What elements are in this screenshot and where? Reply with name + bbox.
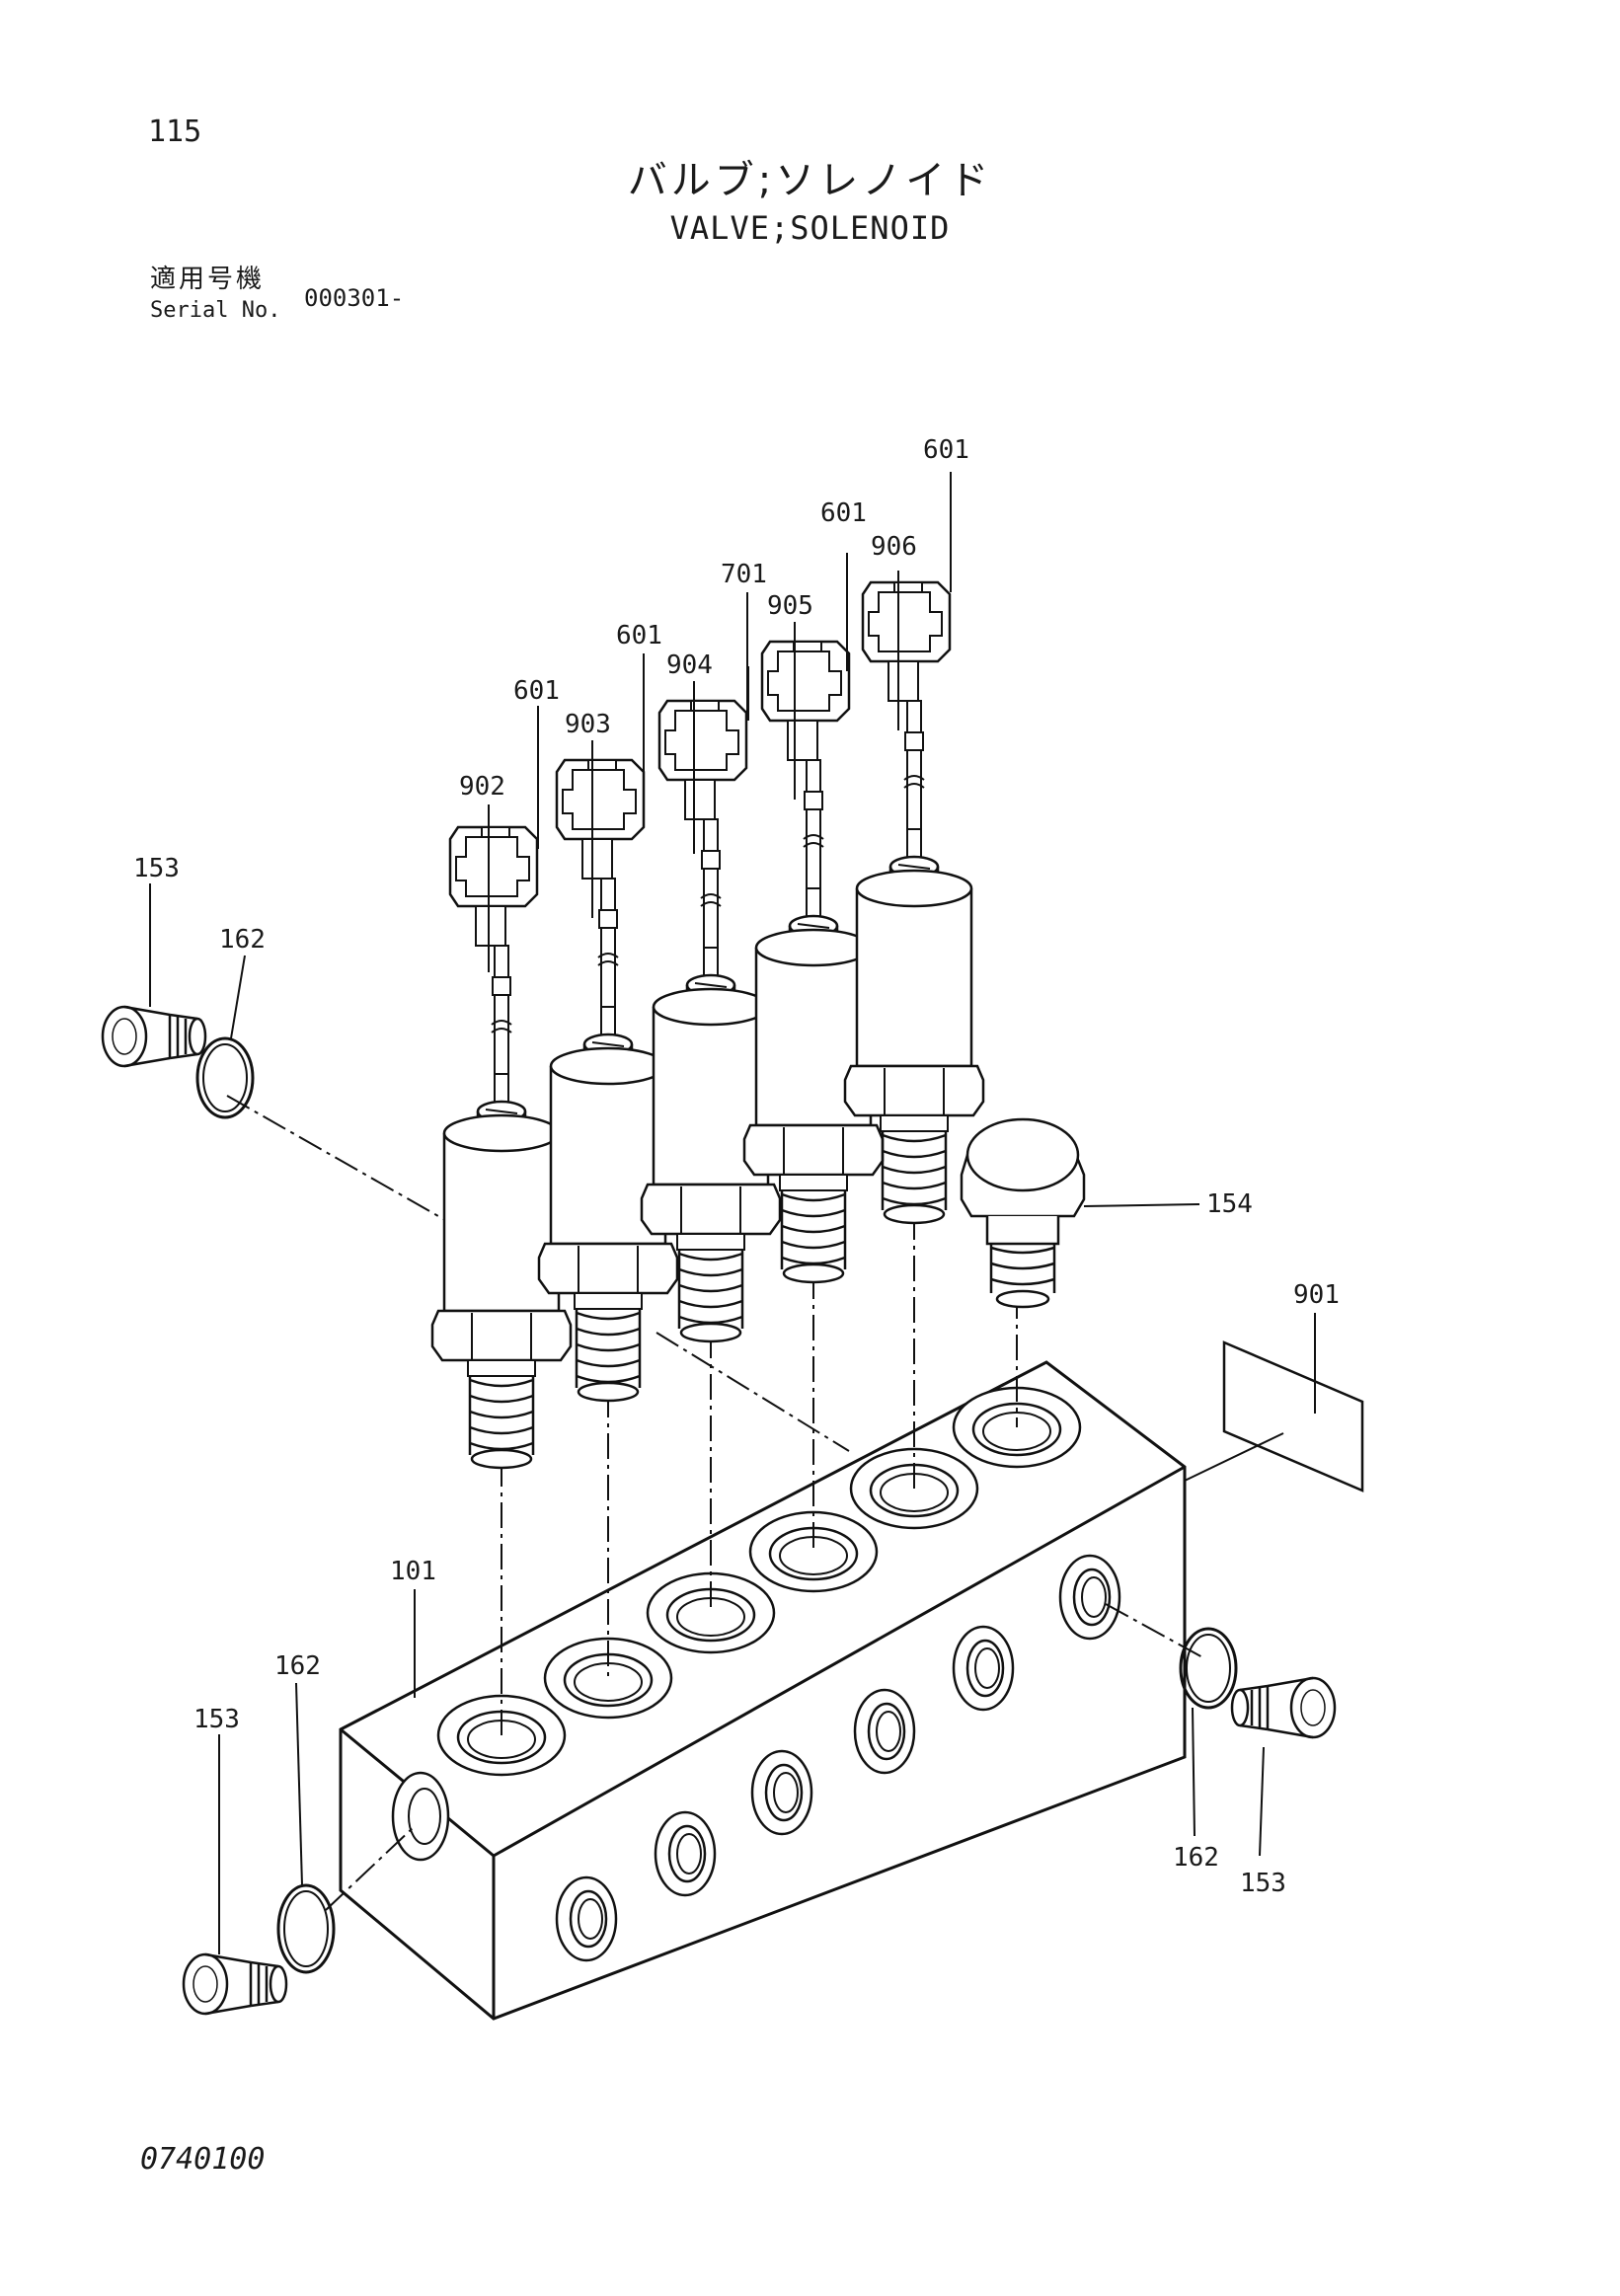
serial-number-range: 000301- [304, 284, 405, 312]
o-ring-162-top-left [195, 1036, 255, 1119]
callout-701: 701 [721, 560, 767, 589]
callout-902: 902 [459, 772, 505, 802]
callout-101: 101 [390, 1557, 436, 1586]
callout-162-bottom-left: 162 [274, 1651, 321, 1681]
page-title-japanese: バルブ;ソレノイド [627, 158, 993, 203]
callout-901: 901 [1293, 1280, 1340, 1310]
callout-162-bottom-right: 162 [1173, 1843, 1219, 1873]
callout-154: 154 [1206, 1189, 1253, 1219]
plug-153-top-left [101, 1005, 207, 1068]
o-ring-162-bottom-left [276, 1883, 336, 1974]
plug-153-bottom-left [182, 1952, 288, 2016]
nameplate-901 [1184, 1313, 1364, 1492]
callout-905: 905 [767, 591, 813, 621]
page-number: 115 [148, 115, 202, 149]
callout-601-b: 601 [616, 621, 662, 651]
callout-906: 906 [871, 532, 917, 562]
callout-904: 904 [666, 651, 713, 680]
callout-903: 903 [565, 710, 611, 739]
page-title-english: VALVE;SOLENOID [669, 209, 951, 247]
callout-601-c: 601 [820, 498, 867, 528]
o-ring-162-bottom-right [1179, 1627, 1238, 1710]
plug-154 [960, 1117, 1200, 1309]
callout-153-bottom-right: 153 [1240, 1869, 1286, 1898]
callout-153-bottom-left: 153 [193, 1705, 240, 1734]
callout-162-top-left: 162 [219, 925, 266, 955]
valve-block-101 [339, 1360, 1187, 2021]
callout-601-d: 601 [923, 435, 969, 465]
callout-153-top-left: 153 [133, 854, 180, 883]
callout-601-a: 601 [513, 676, 560, 706]
plug-153-bottom-right [1230, 1676, 1337, 1739]
drawing-number: 0740100 [140, 2142, 266, 2177]
serial-label-japanese: 適用号機 [150, 265, 266, 294]
serial-label-english: Serial No. [150, 298, 281, 323]
